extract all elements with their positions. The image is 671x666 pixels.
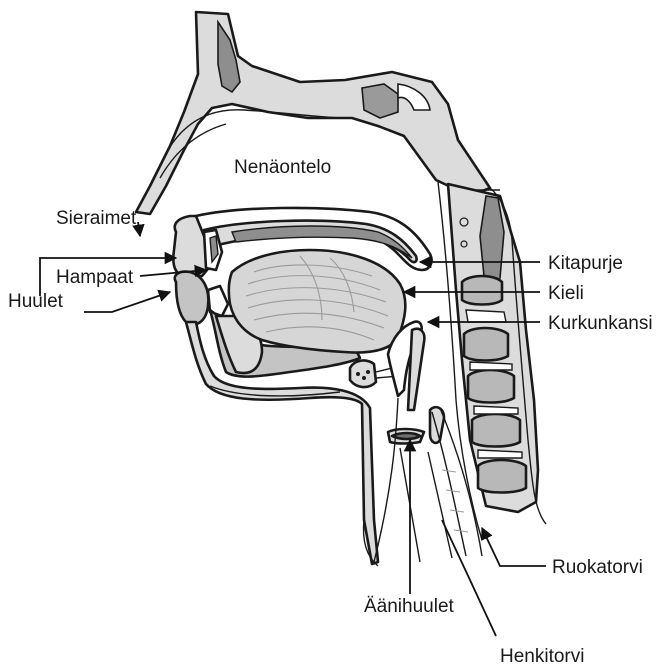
label-ruokatorvi: Ruokatorvi xyxy=(552,557,643,578)
label-kitapurje: Kitapurje xyxy=(548,253,623,274)
label-huulet: Huulet xyxy=(8,291,64,312)
spine xyxy=(438,182,546,540)
label-hampaat: Hampaat xyxy=(56,267,134,288)
nasal-cavity-walls xyxy=(136,12,490,214)
label-sieraimet: Sieraimet xyxy=(56,208,137,229)
tongue xyxy=(229,250,406,352)
label-kieli: Kieli xyxy=(548,283,584,304)
label-henkitorvi: Henkitorvi xyxy=(500,646,584,666)
label-nenaontelo: Nenäontelo xyxy=(234,157,331,178)
lips xyxy=(175,272,209,325)
label-aanihuulet: Äänihuulet xyxy=(364,596,455,617)
label-kurkunkansi: Kurkunkansi xyxy=(548,313,653,334)
